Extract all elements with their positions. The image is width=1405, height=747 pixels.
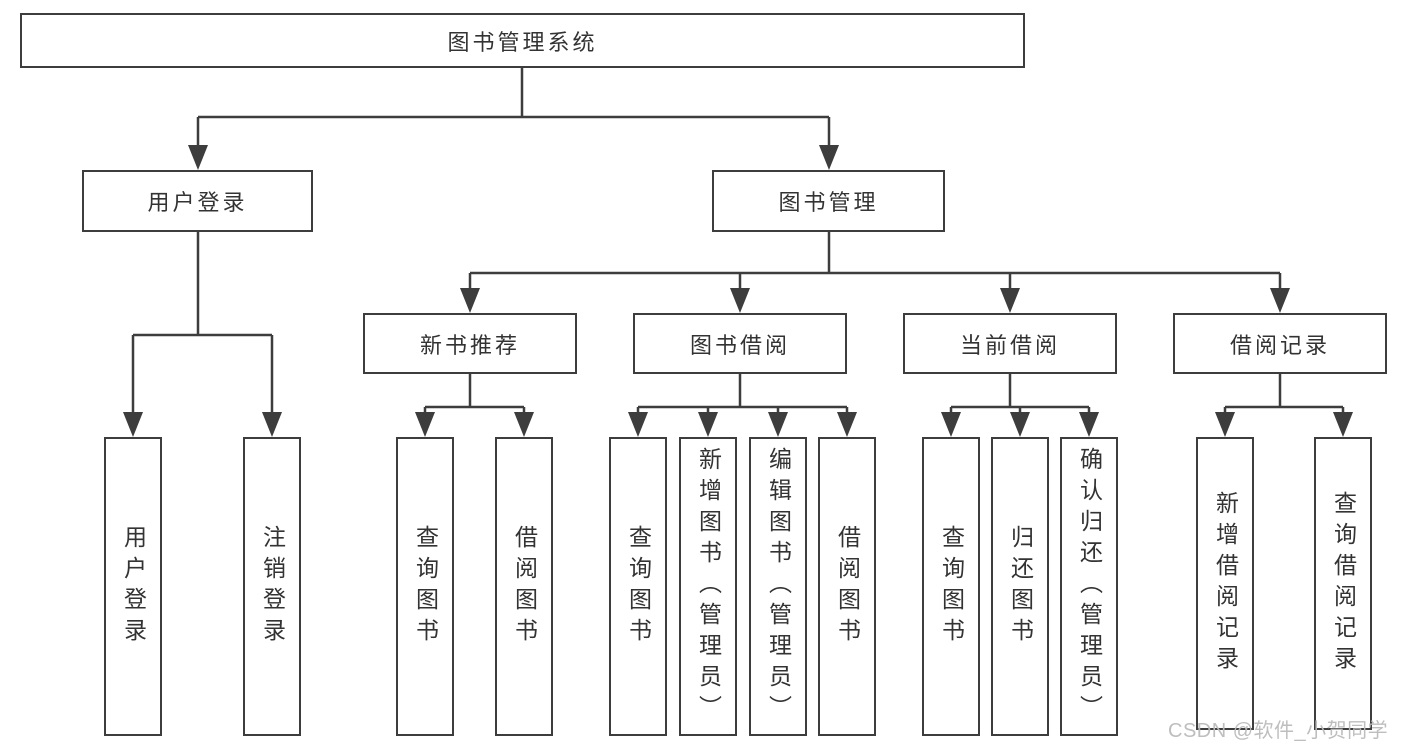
- node-book-management-branch: 图书管理: [712, 170, 945, 232]
- leaf-query-books-recommend: 查询图书: [396, 437, 454, 736]
- leaf-return-books: 归还图书: [991, 437, 1049, 736]
- node-book-borrowing: 图书借阅: [633, 313, 847, 374]
- leaf-borrow-books-borrowing: 借阅图书: [818, 437, 876, 736]
- leaf-query-borrow-record: 查询借阅记录: [1314, 437, 1372, 730]
- leaf-edit-books-admin: 编辑图书（管理员）: [749, 437, 807, 736]
- leaf-logout-login: 注销登录: [243, 437, 301, 736]
- leaf-add-borrow-record: 新增借阅记录: [1196, 437, 1254, 730]
- node-current-borrowing: 当前借阅: [903, 313, 1117, 374]
- leaf-query-books-current: 查询图书: [922, 437, 980, 736]
- connector-arrowheads: [123, 145, 1353, 437]
- leaf-confirm-return-admin: 确认归还（管理员）: [1060, 437, 1118, 736]
- leaf-query-books-borrowing: 查询图书: [609, 437, 667, 736]
- node-new-book-recommend: 新书推荐: [363, 313, 577, 374]
- watermark-text: CSDN @软件_小贺同学: [1168, 720, 1389, 742]
- node-library-management-system: 图书管理系统: [20, 13, 1025, 68]
- node-borrowing-records: 借阅记录: [1173, 313, 1387, 374]
- leaf-user-login: 用户登录: [104, 437, 162, 736]
- leaf-borrow-books-recommend: 借阅图书: [495, 437, 553, 736]
- connector-lines: [131, 68, 1345, 414]
- leaf-add-books-admin: 新增图书（管理员）: [679, 437, 737, 736]
- node-user-login-branch: 用户登录: [82, 170, 313, 232]
